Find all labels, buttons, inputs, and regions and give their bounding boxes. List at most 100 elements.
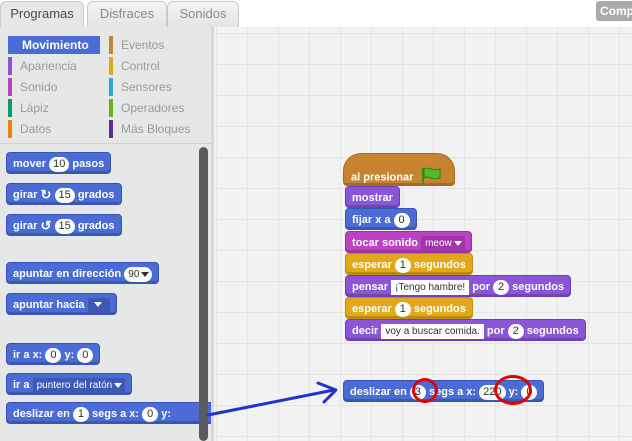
block-mover-pasos[interactable]: mover 10 pasos bbox=[6, 152, 112, 174]
tab-sonidos[interactable]: Sonidos bbox=[167, 1, 239, 27]
block-text: grados bbox=[77, 220, 115, 233]
dropdown-value: puntero del ratón bbox=[36, 379, 113, 391]
category-swatch bbox=[109, 36, 113, 54]
block-number-input[interactable]: 0 bbox=[142, 406, 159, 422]
category-datos[interactable]: Datos bbox=[8, 120, 100, 138]
category-swatch bbox=[8, 57, 12, 75]
block-al-presionar-bandera[interactable]: al presionar bbox=[343, 153, 455, 186]
target-dropdown[interactable] bbox=[87, 297, 110, 313]
block-text: tocar sonido bbox=[352, 237, 419, 250]
annotation-arrow bbox=[206, 381, 338, 417]
block-tocar-sonido[interactable]: tocar sonido meow bbox=[345, 231, 472, 253]
category-label: Lápiz bbox=[20, 101, 49, 115]
category-movimiento[interactable]: Movimiento bbox=[8, 36, 100, 54]
compartir-button[interactable]: Comp bbox=[596, 1, 632, 21]
block-text: segundos bbox=[413, 303, 466, 316]
chevron-down-icon bbox=[141, 271, 150, 277]
tab-disfraces[interactable]: Disfraces bbox=[87, 1, 167, 27]
block-girar-derecha[interactable]: girar ↻ 15 grados bbox=[6, 183, 122, 205]
category-label: Movimiento bbox=[22, 38, 89, 52]
category-label: Datos bbox=[20, 122, 52, 136]
block-apuntar-hacia[interactable]: apuntar hacia bbox=[6, 293, 117, 315]
category-label: Sensores bbox=[121, 80, 172, 94]
block-text: segundos bbox=[526, 325, 579, 338]
category-label: Eventos bbox=[121, 38, 165, 52]
rotate-left-icon: ↺ bbox=[40, 218, 52, 234]
chevron-down-icon bbox=[453, 240, 462, 246]
block-number-input[interactable]: 0 bbox=[393, 212, 410, 228]
category-operadores[interactable]: Operadores bbox=[109, 99, 201, 117]
sound-dropdown[interactable]: meow bbox=[421, 235, 465, 251]
highlight-ring-segs bbox=[412, 378, 438, 403]
category-lapiz[interactable]: Lápiz bbox=[8, 99, 100, 117]
block-esperar[interactable]: esperar 1 segundos bbox=[345, 253, 473, 275]
palette-scrollbar[interactable] bbox=[199, 147, 208, 441]
block-number-input[interactable]: 15 bbox=[54, 218, 75, 234]
target-dropdown[interactable]: puntero del ratón bbox=[32, 377, 126, 393]
block-number-input[interactable]: 1 bbox=[394, 257, 411, 273]
block-text: por bbox=[486, 325, 505, 338]
block-text-input[interactable]: voy a buscar comida. bbox=[381, 323, 484, 339]
block-text: fijar x a bbox=[352, 214, 391, 227]
category-mas-bloques[interactable]: Más Bloques bbox=[109, 120, 201, 138]
block-text: ir a x: bbox=[13, 349, 43, 362]
category-swatch bbox=[8, 78, 12, 96]
block-text: pasos bbox=[72, 158, 105, 171]
block-text: esperar bbox=[352, 259, 392, 272]
block-text: mover bbox=[13, 158, 47, 171]
block-apuntar-direccion[interactable]: apuntar en dirección 90 bbox=[6, 262, 160, 284]
block-ir-a-xy[interactable]: ir a x: 0 y: 0 bbox=[6, 343, 101, 365]
category-swatch bbox=[8, 120, 12, 138]
block-number-input[interactable]: 15 bbox=[54, 187, 75, 203]
editor-tabs: Programas Disfraces Sonidos Comp bbox=[0, 0, 632, 28]
block-text: al presionar bbox=[351, 171, 414, 184]
category-label: Más Bloques bbox=[121, 122, 191, 136]
category-sonido[interactable]: Sonido bbox=[8, 78, 100, 96]
block-number-input[interactable]: 2 bbox=[493, 279, 510, 295]
green-flag-icon bbox=[420, 167, 442, 188]
block-girar-izquierda[interactable]: girar ↺ 15 grados bbox=[6, 214, 122, 236]
block-text: segundos bbox=[512, 281, 565, 294]
category-eventos[interactable]: Eventos bbox=[109, 36, 201, 54]
category-control[interactable]: Control bbox=[109, 57, 201, 75]
category-apariencia[interactable]: Apariencia bbox=[8, 57, 100, 75]
block-text: deslizar en bbox=[13, 408, 70, 421]
category-swatch bbox=[109, 78, 113, 96]
block-palette: mover 10 pasos girar ↻ 15 grados girar ↺… bbox=[0, 144, 211, 441]
block-text: esperar bbox=[352, 303, 392, 316]
block-text: girar bbox=[13, 220, 38, 233]
block-number-input[interactable]: 2 bbox=[507, 323, 524, 339]
chevron-down-icon bbox=[114, 382, 123, 388]
block-text-input[interactable]: ¡Tengo hambre! bbox=[391, 279, 470, 295]
block-number-input[interactable]: 0 bbox=[45, 347, 62, 363]
script-area[interactable] bbox=[211, 27, 632, 441]
block-number-input[interactable]: 1 bbox=[394, 301, 411, 317]
block-text: pensar bbox=[352, 281, 389, 294]
category-swatch bbox=[8, 36, 12, 54]
block-text: segs a x: bbox=[428, 386, 477, 399]
category-label: Sonido bbox=[20, 80, 58, 94]
block-mostrar[interactable]: mostrar bbox=[345, 186, 400, 208]
direction-dropdown[interactable]: 90 bbox=[124, 266, 153, 282]
block-number-input[interactable]: 1 bbox=[72, 406, 89, 422]
tab-programas[interactable]: Programas bbox=[0, 1, 84, 28]
script-area-divider bbox=[211, 27, 214, 441]
block-pensar[interactable]: pensar ¡Tengo hambre! por 2 segundos bbox=[345, 275, 572, 297]
block-decir[interactable]: decir voy a buscar comida. por 2 segundo… bbox=[345, 319, 586, 341]
block-text: y: bbox=[64, 349, 75, 362]
category-sensores[interactable]: Sensores bbox=[109, 78, 201, 96]
category-swatch bbox=[109, 57, 113, 75]
block-fijar-x[interactable]: fijar x a 0 bbox=[345, 208, 417, 230]
block-text: apuntar hacia bbox=[13, 299, 85, 312]
block-text: deslizar en bbox=[350, 386, 407, 399]
block-ir-a[interactable]: ir a puntero del ratón bbox=[6, 373, 133, 395]
block-text: decir bbox=[352, 325, 379, 338]
block-number-input[interactable]: 0 bbox=[77, 347, 94, 363]
block-text: segs a x: bbox=[91, 408, 140, 421]
block-deslizar-palette[interactable]: deslizar en 1 segs a x: 0 y: bbox=[6, 402, 211, 424]
category-label: Apariencia bbox=[20, 59, 77, 73]
block-text: mostrar bbox=[352, 192, 393, 205]
block-number-input[interactable]: 10 bbox=[49, 156, 70, 172]
block-esperar[interactable]: esperar 1 segundos bbox=[345, 297, 473, 319]
category-label: Operadores bbox=[121, 101, 185, 115]
